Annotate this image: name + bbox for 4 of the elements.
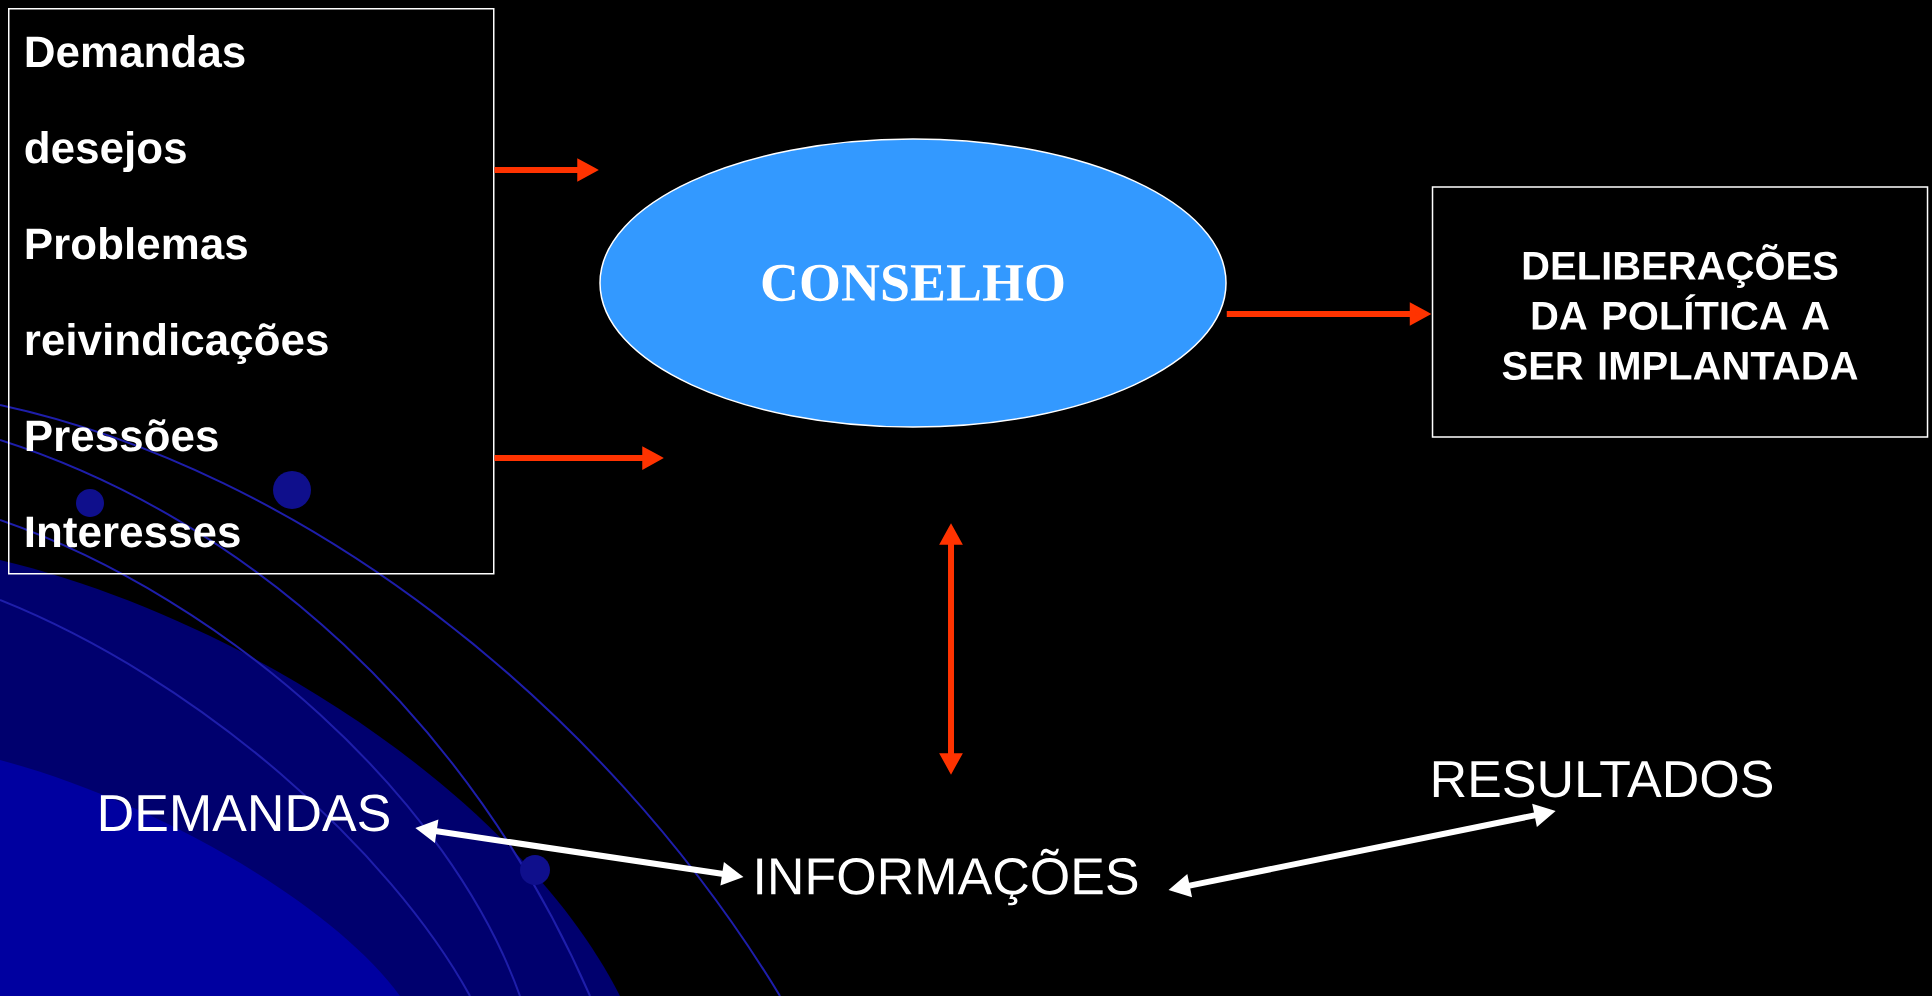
result-box: DELIBERAÇÕES DA POLÍTICA A SER IMPLANTADA bbox=[1431, 186, 1929, 438]
label-text: DEMANDAS bbox=[100, 794, 389, 832]
label-text: RESULTADOS bbox=[1433, 760, 1773, 798]
label-text: INFORMAÇÕES bbox=[757, 848, 1138, 906]
